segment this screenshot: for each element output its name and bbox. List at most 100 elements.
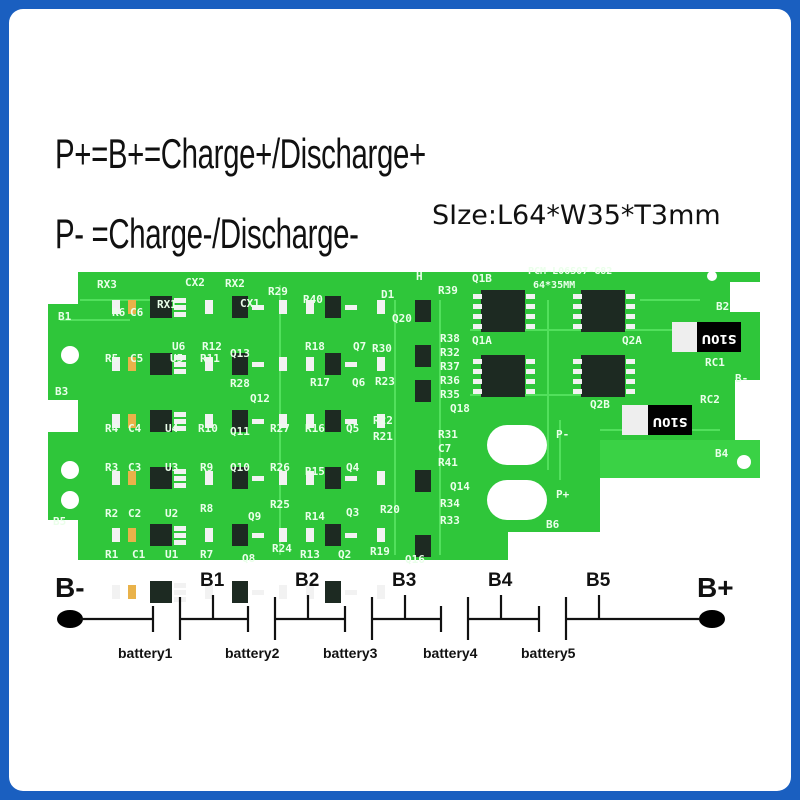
silkscreen-label: Q20 (392, 312, 412, 325)
b-minus-label: B- (55, 572, 85, 603)
silkscreen-label: R4 (105, 422, 119, 435)
p-plus-pad-hole (487, 480, 547, 520)
smd-component (279, 300, 287, 314)
smd-component (306, 357, 314, 371)
smd-component (473, 359, 482, 364)
cutout (730, 282, 760, 312)
b-plus-label: B+ (697, 572, 734, 603)
smd-component (112, 414, 120, 428)
smd-component (174, 597, 186, 602)
smd-component (306, 300, 314, 314)
ic-chip (150, 467, 172, 489)
silkscreen-label: R36 (440, 374, 460, 387)
smd-component (279, 528, 287, 542)
silkscreen-label: Q18 (450, 402, 470, 415)
tap-label: B2 (295, 570, 320, 591)
silkscreen-label: R34 (440, 497, 460, 510)
smd-component (128, 414, 136, 428)
smd-component (573, 369, 582, 374)
silkscreen-label: Q2B (590, 398, 610, 411)
silkscreen-label: Q5 (346, 422, 360, 435)
tap-label: B1 (200, 570, 225, 591)
smd-component (174, 298, 186, 303)
cutout (48, 272, 78, 304)
silkscreen-label: R10 (198, 422, 218, 435)
smd-component (112, 528, 120, 542)
silkscreen-label: R24 (272, 542, 292, 555)
smd-component (377, 300, 385, 314)
silkscreen-label: Q4 (346, 461, 360, 474)
smd-component (626, 369, 635, 374)
ic-chip (150, 353, 172, 375)
silkscreen-label: R35 (440, 388, 460, 401)
silkscreen-label: R8 (200, 502, 214, 515)
silkscreen-label: R6 (112, 306, 126, 319)
battery-label: battery4 (423, 645, 478, 661)
silkscreen-label: Q14 (450, 480, 470, 493)
ic-chip (325, 296, 341, 318)
smd-component (473, 324, 482, 329)
silkscreen-label: Q9 (248, 510, 262, 523)
smd-component (252, 590, 264, 595)
ic-chip (232, 524, 248, 546)
smd-component (112, 357, 120, 371)
silkscreen-label: U6 (172, 340, 186, 353)
ic-chip (325, 353, 341, 375)
smd-component (128, 357, 136, 371)
ic-chip (150, 524, 172, 546)
silkscreen-label: U2 (165, 507, 179, 520)
silkscreen-label: P+ (556, 488, 570, 501)
silkscreen-label: R18 (305, 340, 325, 353)
p-minus-definition: P- =Charge-/Discharge- (55, 210, 359, 257)
smd-component (205, 528, 213, 542)
silkscreen-label: Q3 (346, 506, 360, 519)
smd-component (306, 414, 314, 428)
ic-chip (581, 290, 625, 332)
smd-component (473, 379, 482, 384)
smd-component (174, 476, 186, 481)
smd-component (174, 362, 186, 367)
silkscreen-label: Q8 (242, 552, 256, 565)
silkscreen-label: R21 (373, 430, 393, 443)
ic-chip (232, 296, 248, 318)
silkscreen-label: R5 (105, 352, 119, 365)
battery-label: battery1 (118, 645, 173, 661)
silkscreen-label: H (416, 270, 423, 283)
smd-component (174, 312, 186, 317)
ic-chip (325, 524, 341, 546)
smd-component (377, 414, 385, 428)
smd-component (252, 533, 264, 538)
smd-component (626, 359, 635, 364)
silkscreen-label: R15 (305, 465, 325, 478)
silkscreen-label: Q6 (352, 376, 366, 389)
cutout (735, 380, 760, 440)
ic-chip (325, 410, 341, 432)
silkscreen-label: B1 (58, 310, 72, 323)
smd-component (345, 590, 357, 595)
smd-component (174, 305, 186, 310)
smd-component (252, 476, 264, 481)
smd-component (252, 419, 264, 424)
silkscreen-label: D1 (381, 288, 395, 301)
ic-chip (325, 581, 341, 603)
ic-chip (325, 467, 341, 489)
pcb-board (48, 272, 760, 560)
smd-component (174, 533, 186, 538)
smd-component (377, 357, 385, 371)
smd-component (377, 528, 385, 542)
silkscreen-label: C6 (130, 306, 144, 319)
silkscreen-label: U3 (165, 461, 179, 474)
ic-chip (481, 355, 525, 397)
smd-component (252, 305, 264, 310)
smd-component (526, 359, 535, 364)
ic-chip (415, 470, 431, 492)
battery-label: battery2 (225, 645, 280, 661)
silkscreen-label: R3 (105, 461, 119, 474)
tap-label: B3 (392, 570, 417, 591)
silkscreen-label: CX2 (185, 276, 205, 289)
smd-component (112, 300, 120, 314)
silkscreen-label: Q1B (472, 272, 492, 285)
ic-chip (150, 581, 172, 603)
silkscreen-label: C4 (128, 422, 142, 435)
silkscreen-label: R38 (440, 332, 460, 345)
